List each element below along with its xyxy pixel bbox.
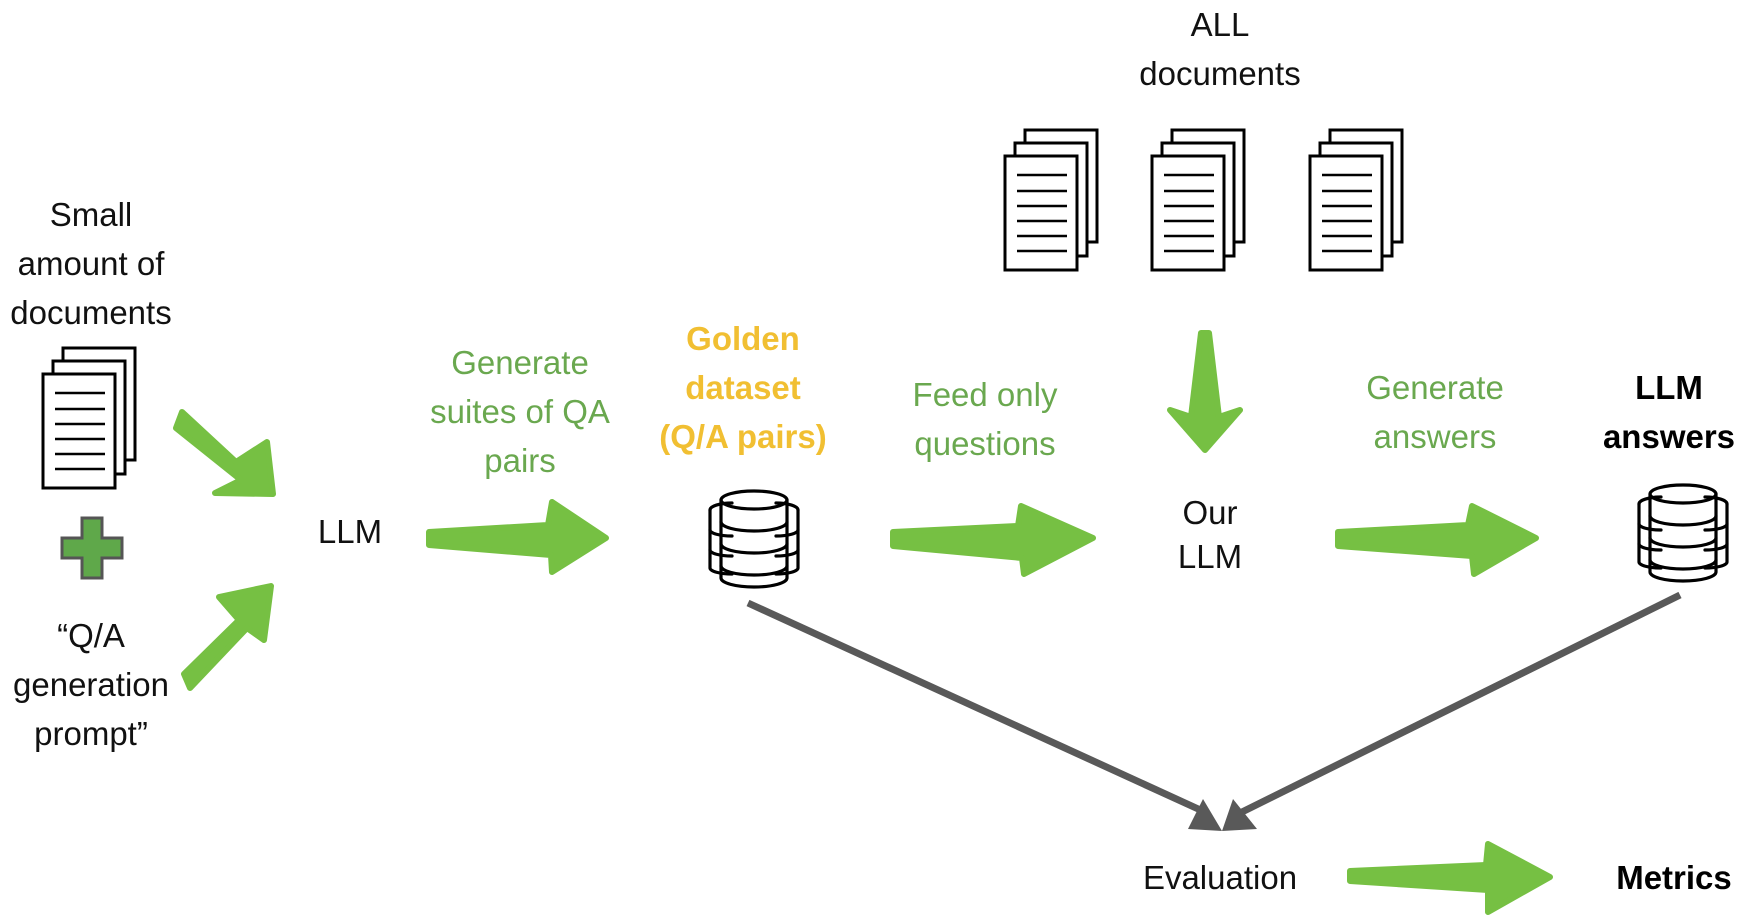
llm-answers-label: LLM answers [1590,363,1748,461]
small-docs-document-stack-icon [41,346,137,490]
generate-answers-label: Generate answers [1330,363,1540,461]
arrow-golden-to-ourllm [890,503,1096,577]
all-docs-label: ALL documents [1120,0,1320,98]
small-docs-line-3: documents [10,294,172,331]
generate-qa-line-1: Generate [451,344,589,381]
arrow-ourllm-to-answers [1335,503,1539,577]
small-docs-label: Small amount of documents [0,190,182,337]
llm-answers-database-icon [1637,483,1729,583]
generate-qa-label: Generate suites of QA pairs [400,338,640,485]
arrow-answers-to-evaluation-line [1238,591,1682,817]
llm-text: LLM [317,513,383,550]
arrow-prompt-to-llm [181,583,274,691]
arrow-golden-to-evaluation-line [746,599,1209,817]
all-docs-document-stack-icon-1 [1003,128,1099,272]
metrics-label: Metrics [1600,853,1748,902]
all-docs-line-2: documents [1139,55,1301,92]
all-docs-document-stack-icon-2 [1150,128,1246,272]
arrow-llm-to-golden [426,499,609,575]
prompt-line-1: “Q/A [57,617,125,654]
arrow-evaluation-to-metrics [1347,841,1553,915]
metrics-text: Metrics [1616,859,1732,896]
arrow-alldocs-to-ourllm [1167,330,1243,453]
prompt-label: “Q/A generation prompt” [0,611,182,758]
arrow-golden-to-evaluation-head [1188,799,1222,831]
gen-answers-line-1: Generate [1366,369,1504,406]
golden-line-3: (Q/A pairs) [659,418,827,455]
llm-answers-line-1: LLM [1635,369,1703,406]
golden-dataset-database-icon [708,489,800,589]
evaluation-label: Evaluation [1120,853,1320,902]
feed-line-1: Feed only [912,376,1058,413]
our-llm-line-1: Our [1182,494,1238,531]
small-docs-line-2: amount of [17,245,165,282]
golden-dataset-label: Golden dataset (Q/A pairs) [636,314,850,461]
feed-line-2: questions [914,425,1056,462]
feed-questions-label: Feed only questions [880,370,1090,468]
small-docs-line-1: Small [49,196,133,233]
gen-answers-line-2: answers [1373,418,1497,455]
our-llm-label: Our LLM [1150,491,1270,579]
prompt-line-2: generation [13,666,169,703]
all-docs-line-1: ALL [1190,6,1250,43]
llm-label: LLM [300,507,400,556]
arrow-answers-to-evaluation-head [1222,799,1257,831]
prompt-line-3: prompt” [34,715,148,752]
generate-qa-line-2: suites of QA [430,393,610,430]
golden-line-2: dataset [685,369,801,406]
llm-answers-line-2: answers [1602,418,1736,455]
our-llm-line-2: LLM [1177,538,1243,575]
all-docs-document-stack-icon-3 [1308,128,1404,272]
generate-qa-line-3: pairs [484,442,556,479]
plus-icon [60,516,124,580]
golden-line-1: Golden [686,320,800,357]
arrow-docs-to-llm [173,409,276,497]
evaluation-text: Evaluation [1142,859,1298,896]
